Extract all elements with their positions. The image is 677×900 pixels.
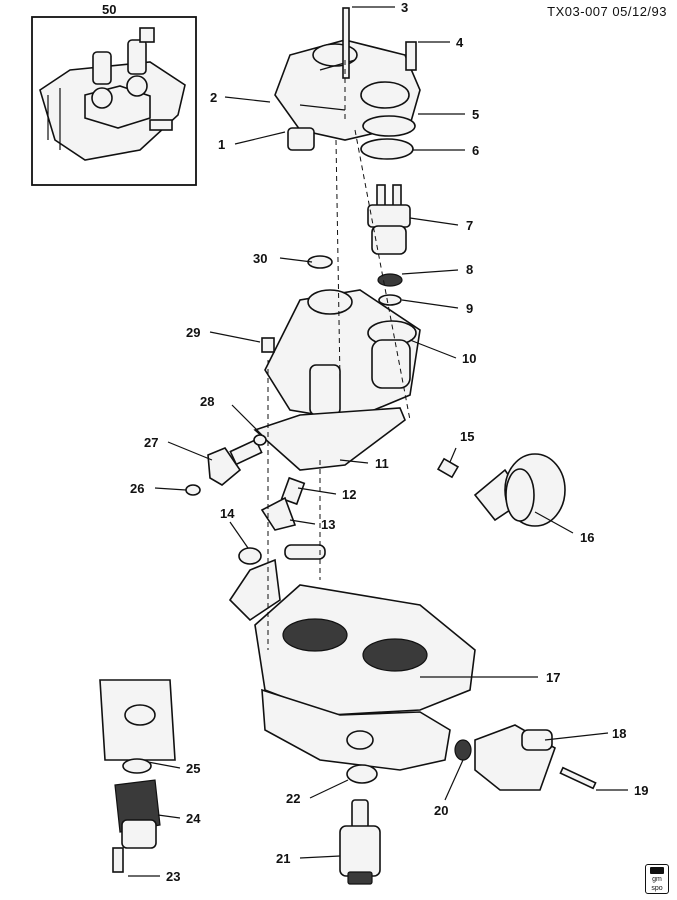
seal-part-26 <box>185 484 201 496</box>
callout-7: 7 <box>466 218 473 233</box>
inset-assembly-view <box>31 16 197 186</box>
fuel-meter-body <box>264 289 421 421</box>
o-ring-part-8 <box>377 273 403 287</box>
throttle-body <box>228 544 476 771</box>
callout-14: 14 <box>220 506 235 521</box>
callout-22: 22 <box>286 791 300 806</box>
screw-part-29 <box>261 337 275 353</box>
coolant-sensor <box>339 799 381 885</box>
o-ring-part-22 <box>346 764 378 784</box>
vacuum-actuator <box>473 453 566 527</box>
screw-part-23 <box>112 847 124 873</box>
logo-line-2: spo <box>651 885 663 892</box>
callout-17: 17 <box>546 670 560 685</box>
callout-13: 13 <box>321 517 335 532</box>
doc-code: TX03-007 <box>547 4 609 19</box>
callout-16: 16 <box>580 530 594 545</box>
callout-2: 2 <box>210 90 217 105</box>
seal-part-6 <box>360 138 414 160</box>
callout-25: 25 <box>186 761 200 776</box>
o-ring-part-28 <box>253 434 267 446</box>
callout-19: 19 <box>634 783 648 798</box>
callout-3: 3 <box>401 0 408 15</box>
callout-27: 27 <box>144 435 158 450</box>
idle-air-control-valve <box>99 679 176 849</box>
gasket-part-11 <box>253 407 406 471</box>
callout-4: 4 <box>456 35 464 50</box>
callout-28: 28 <box>200 394 214 409</box>
callout-29: 29 <box>186 325 200 340</box>
callout-10: 10 <box>462 351 476 366</box>
callout-21: 21 <box>276 851 290 866</box>
callout-24: 24 <box>186 811 201 826</box>
callout-11: 11 <box>375 456 389 471</box>
callout-5: 5 <box>472 107 479 122</box>
gm-spo-logo: gm spo <box>645 864 669 894</box>
callout-15: 15 <box>460 429 474 444</box>
callout-23: 23 <box>166 869 180 884</box>
o-ring-part-14 <box>238 547 262 565</box>
diagram-header: TX03-007 05/12/93 <box>547 4 667 19</box>
screw-part-4 <box>405 41 417 71</box>
o-ring-part-9 <box>378 294 402 306</box>
callout-26: 26 <box>130 481 144 496</box>
screw-part-19 <box>559 766 597 790</box>
gasket-part-5 <box>362 115 416 137</box>
logo-line-1: gm <box>652 876 662 883</box>
throttle-position-sensor <box>474 724 556 791</box>
screw-part-15 <box>436 457 460 479</box>
screw-part-3 <box>342 7 350 79</box>
temperature-sensor <box>260 476 306 531</box>
fuel-injector <box>367 184 411 255</box>
callout-20: 20 <box>434 803 448 818</box>
callout-1: 1 <box>218 137 225 152</box>
callout-18: 18 <box>612 726 626 741</box>
callout-9: 9 <box>466 301 473 316</box>
inset-label: 50 <box>102 2 116 17</box>
callout-8: 8 <box>466 262 473 277</box>
callout-12: 12 <box>342 487 356 502</box>
fuel-fitting <box>207 438 263 486</box>
leader-lines <box>128 6 628 877</box>
doc-date: 05/12/93 <box>612 4 667 19</box>
callout-30: 30 <box>253 251 267 266</box>
callout-6: 6 <box>472 143 479 158</box>
seal-part-20 <box>454 739 472 761</box>
